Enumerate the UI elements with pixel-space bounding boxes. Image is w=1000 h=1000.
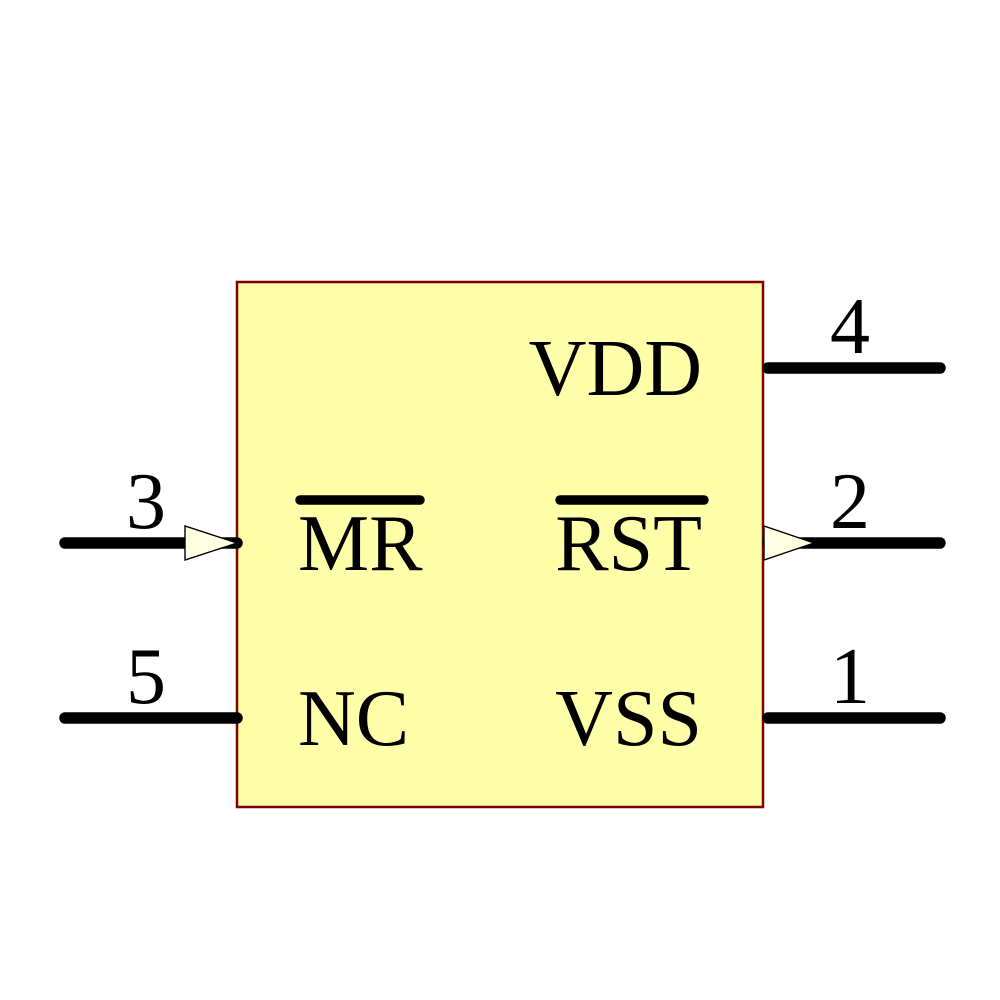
pin-vdd: 4 VDD [529,283,946,413]
pin-number-mr: 3 [126,458,166,546]
pin-label-mr: MR [298,500,423,588]
pin-number-vdd: 4 [830,283,870,371]
flow-arrow-icon-rst [763,525,817,561]
flow-arrow-icon-mr [184,525,240,561]
pin-mr: 3 MR [59,458,425,588]
pin-rst: 2 RST [555,458,946,588]
pin-label-vdd: VDD [529,325,702,413]
component-body[interactable] [235,280,765,809]
pin-number-vss: 1 [830,633,870,721]
pin-number-rst: 2 [830,458,870,546]
pin-label-nc: NC [298,675,409,763]
pin-label-vss: VSS [555,675,702,763]
pin-number-nc: 5 [126,633,166,721]
pin-vss: 1 VSS [555,633,946,763]
pin-nc: 5 NC [59,633,409,763]
pin-label-rst: RST [555,500,702,588]
